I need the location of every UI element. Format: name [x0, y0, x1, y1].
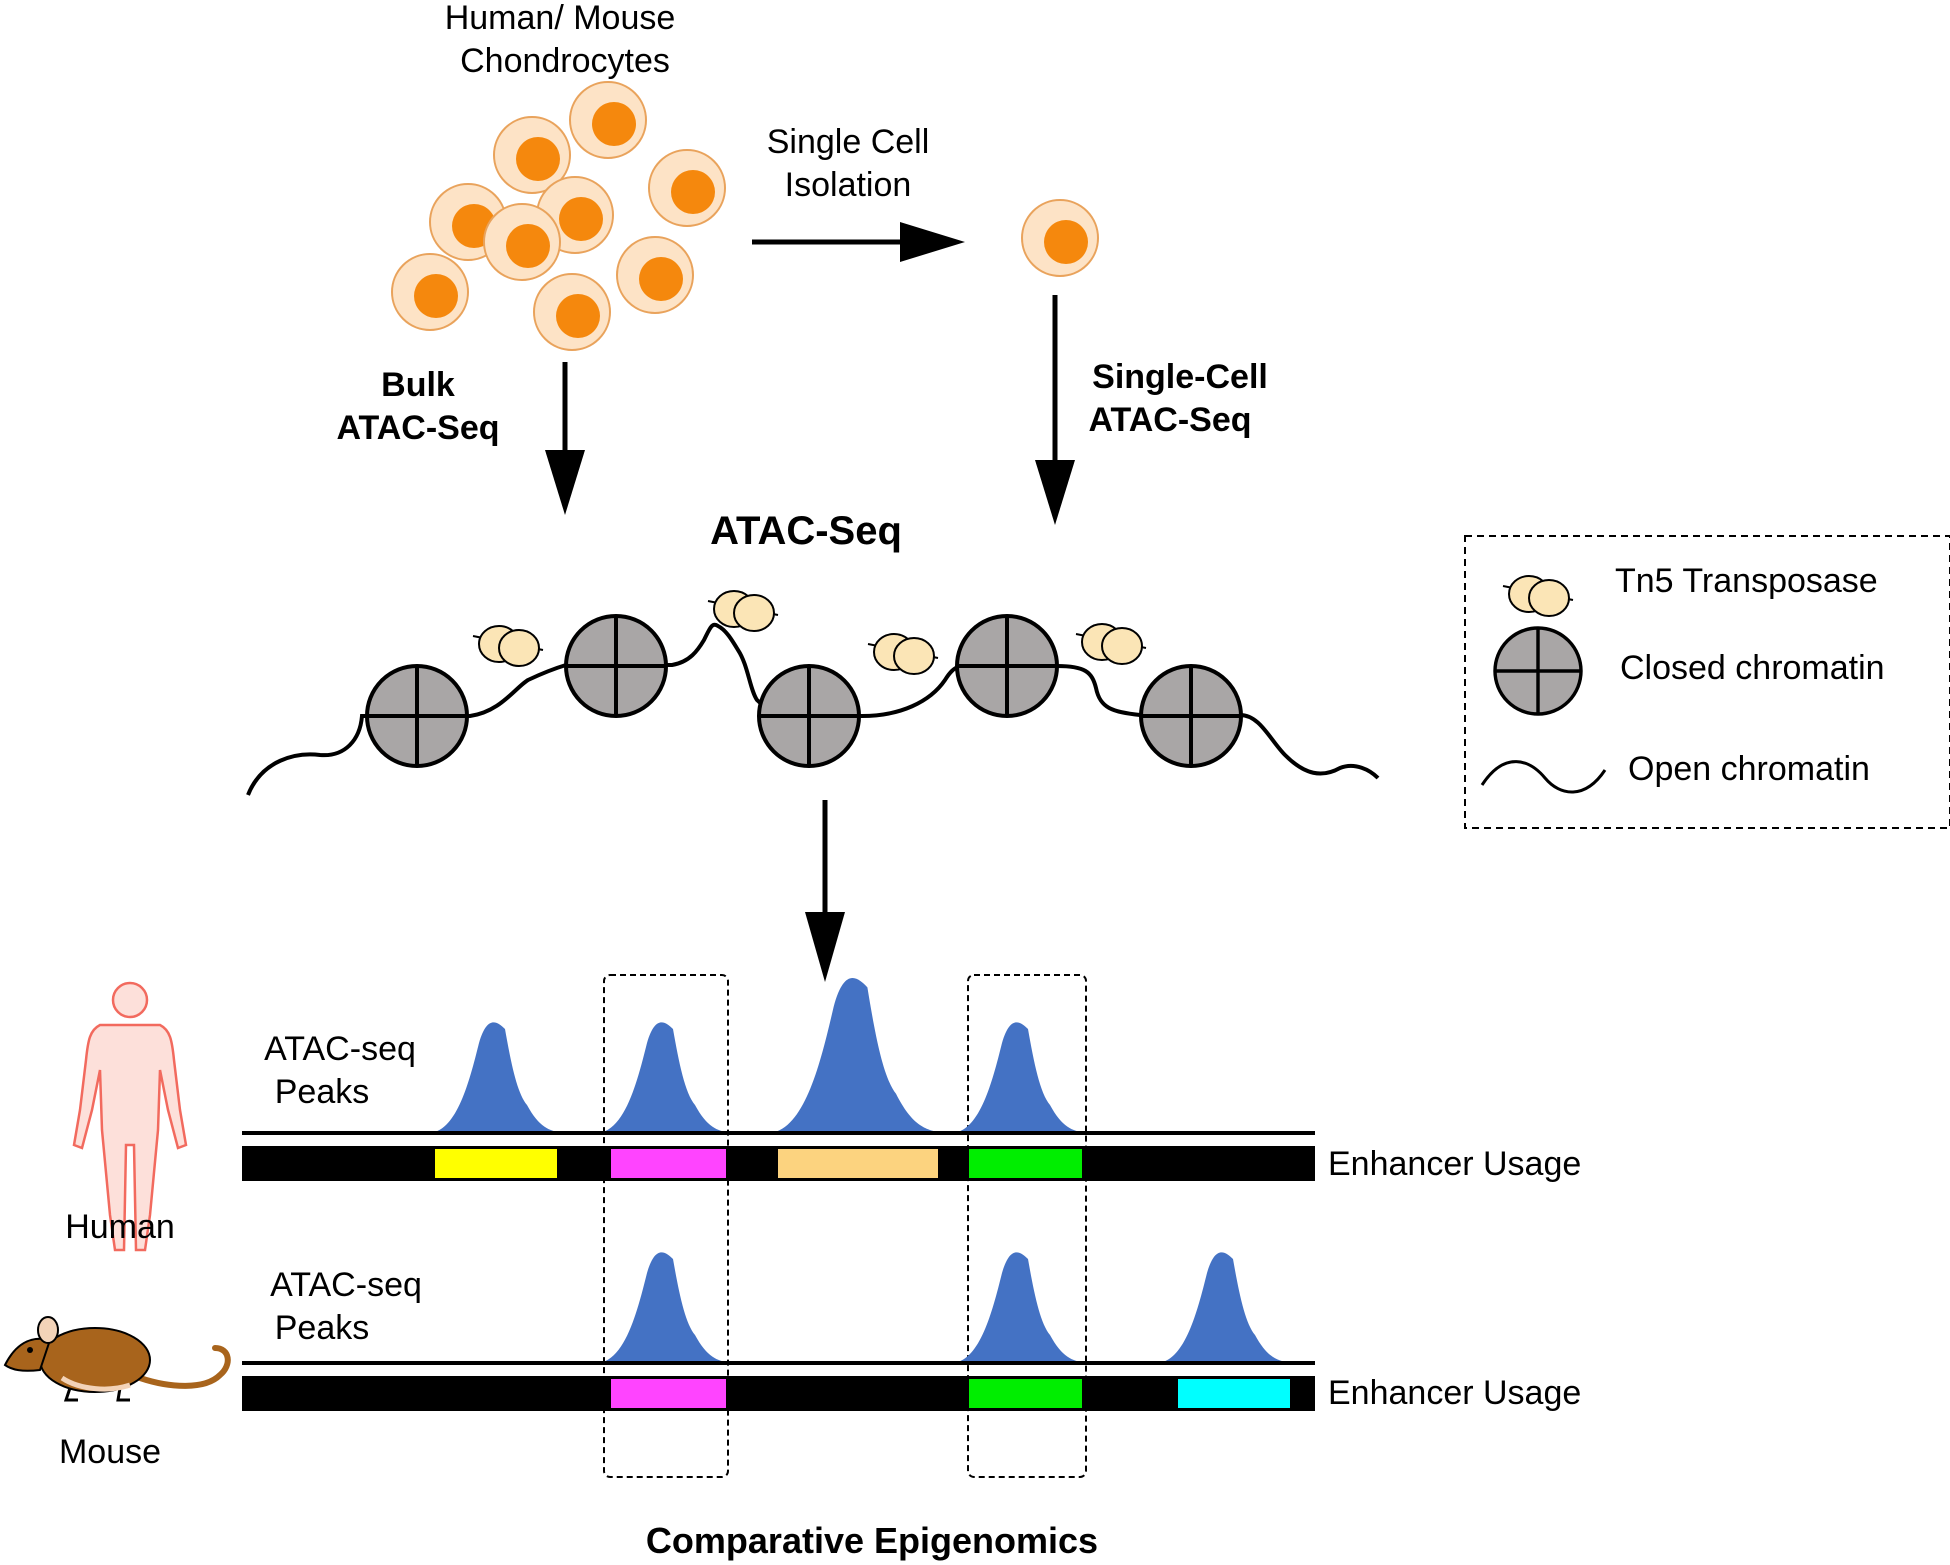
conserved-region-box-1 [603, 974, 729, 1478]
enhancer-green [969, 1379, 1082, 1408]
legend-label-tn5: Tn5 Transposase [1615, 562, 1878, 600]
bulk-label-line2: ATAC-Seq [336, 409, 499, 447]
chromatin-strand [246, 614, 1380, 796]
human-peaks-label-line1: ATAC-seq [264, 1030, 416, 1068]
conserved-region-box-2 [967, 974, 1087, 1478]
source-title-line2: Chondrocytes [460, 42, 670, 80]
chondrocyte-cell [391, 253, 469, 331]
tn5-transposase-icon [472, 625, 544, 667]
tn5-transposase-icon [1075, 623, 1147, 665]
isolation-label-line1: Single Cell [767, 123, 930, 161]
single-cell-label-line2: ATAC-Seq [1088, 401, 1251, 439]
legend-label-closed-chromatin: Closed chromatin [1620, 649, 1885, 687]
mouse-species-label: Mouse [59, 1433, 161, 1471]
mouse-peaks-label-line2: Peaks [275, 1309, 370, 1347]
legend-label-open-chromatin: Open chromatin [1628, 750, 1870, 788]
human-figure-icon [72, 981, 188, 1252]
closed-chromatin-nucleosome [365, 664, 469, 768]
mouse-enhancer-track [242, 1376, 1315, 1411]
mouse-atac-peak [1159, 1252, 1291, 1363]
chondrocyte-cell [648, 149, 726, 227]
down-arrow-to-tracks [805, 800, 845, 982]
closed-chromatin-nucleosome [564, 614, 668, 718]
human-peak-track [242, 978, 1315, 1135]
tn5-transposase-icon [867, 633, 939, 675]
enhancer-magenta [611, 1379, 726, 1408]
human-enhancer-label: Enhancer Usage [1328, 1145, 1581, 1183]
tn5-transposase-icon [1502, 575, 1574, 617]
chondrocyte-cell [483, 203, 561, 281]
enhancer-green [969, 1149, 1082, 1178]
human-enhancer-track [242, 1146, 1315, 1181]
single-cell-arrow [1035, 295, 1075, 525]
chondrocyte-cell [533, 273, 611, 351]
source-title-line1: Human/ Mouse [445, 0, 676, 37]
mouse-enhancer-label: Enhancer Usage [1328, 1374, 1581, 1412]
bulk-label-line1: Bulk [381, 366, 455, 404]
chondrocyte-cluster [391, 81, 726, 351]
atac-seq-title: ATAC-Seq [710, 509, 902, 553]
closed-chromatin-nucleosome [757, 664, 861, 768]
human-atac-peak [599, 1022, 731, 1133]
mouse-peaks-label-line1: ATAC-seq [270, 1266, 422, 1304]
human-atac-peak [431, 1022, 563, 1133]
human-atac-peak [954, 1022, 1086, 1133]
mouse-atac-peak [599, 1252, 731, 1363]
human-species-label: Human [65, 1208, 175, 1246]
single-cell [1021, 199, 1099, 277]
isolation-arrow [752, 222, 965, 262]
human-atac-peak-large [771, 978, 943, 1133]
open-chromatin-icon [1480, 760, 1607, 794]
mouse-figure-icon [3, 1316, 231, 1402]
chondrocyte-cell [616, 236, 694, 314]
mouse-peak-track [242, 1252, 1315, 1365]
bulk-arrow [545, 362, 585, 515]
closed-chromatin-nucleosome [955, 614, 1059, 718]
enhancer-magenta [611, 1149, 726, 1178]
enhancer-yellow [435, 1149, 557, 1178]
closed-chromatin-icon [1493, 626, 1583, 716]
enhancer-cyan [1178, 1379, 1290, 1408]
closed-chromatin-nucleosome [1139, 664, 1243, 768]
footer-title: Comparative Epigenomics [646, 1520, 1098, 1561]
human-peaks-label-line2: Peaks [275, 1073, 370, 1111]
chondrocyte-cell [569, 81, 647, 159]
mouse-atac-peak [954, 1252, 1086, 1363]
legend-box: Tn5 Transposase Closed chromatin Open ch… [1464, 535, 1950, 829]
single-cell-label-line1: Single-Cell [1092, 358, 1268, 396]
enhancer-tan [778, 1149, 938, 1178]
isolation-label-line2: Isolation [785, 166, 912, 204]
